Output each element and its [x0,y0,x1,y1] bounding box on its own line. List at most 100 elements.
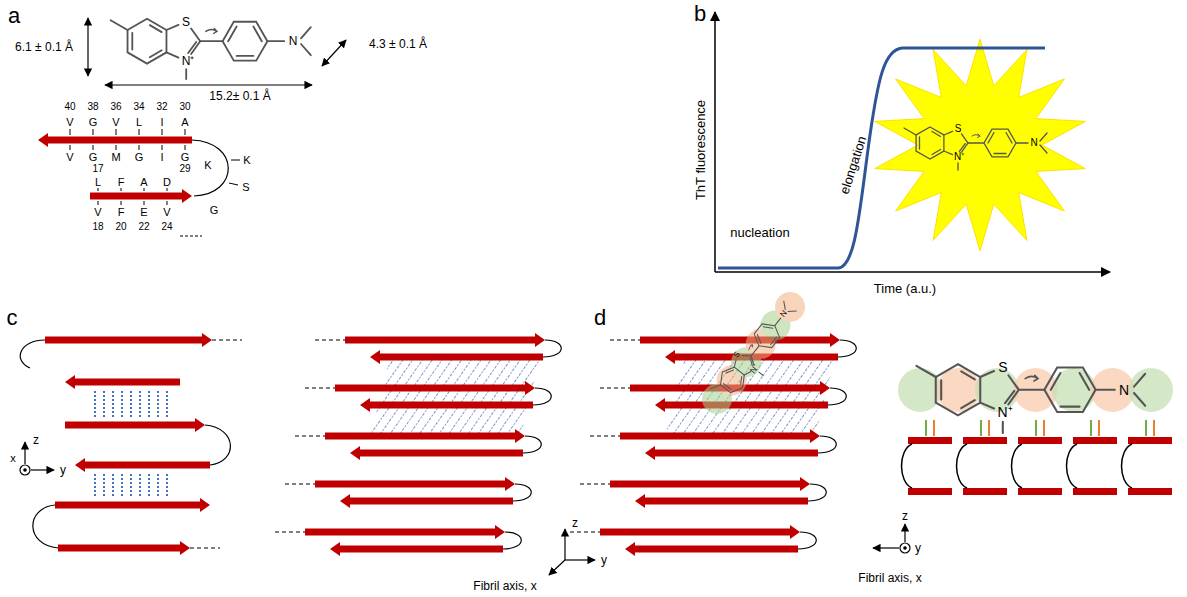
phase-label: nucleation [730,226,789,239]
dimension: 15.2± 0.1 Å [209,90,270,102]
line [70,129,71,135]
axis-label: y [915,542,921,554]
line [285,483,315,484]
axis-title: ThT fluorescence [694,100,707,200]
residue-letter: D [163,177,171,188]
loop [957,444,968,488]
strand-end [1073,488,1117,495]
residue-letter: F [118,177,125,188]
dimension: 4.3 ± 0.1 Å [369,38,427,50]
loop [503,532,521,549]
binding-site [775,292,805,322]
axis-symbol [873,524,910,553]
panel-letter: c [7,307,18,329]
residue-letter: V [94,207,101,218]
chart-axes [715,12,1110,272]
line [139,145,140,150]
beta-strand [330,542,503,556]
line [93,129,94,135]
beta-strand [315,477,515,491]
line [139,129,140,135]
loop [828,388,846,405]
loop [192,140,228,196]
line [112,391,114,417]
residue-number: 36 [110,102,121,112]
residue-letter: G [135,152,144,163]
loop [1122,444,1133,488]
line [116,145,117,150]
line [121,391,123,417]
fibril-cross-section [20,333,242,555]
beta-strand [645,446,818,460]
line [185,145,186,150]
line [157,391,159,417]
line [144,188,145,191]
line [94,391,96,417]
line [130,474,132,497]
binding-site [1129,368,1173,412]
panel-letter: a [8,5,20,27]
line [167,201,168,205]
loop [798,532,816,549]
fibril-stack [570,333,856,556]
atom-label: N⁺ [182,55,195,67]
beta-strand [45,333,212,347]
line [1098,420,1100,436]
line [144,201,145,205]
residue-number: 30 [179,102,190,112]
beta-strand [55,498,210,512]
strand-end [1128,437,1172,444]
strand-end [908,488,952,495]
beta-strand [325,429,525,443]
loop [523,436,541,453]
beta-strand [65,418,205,432]
line [167,188,168,191]
beta-strand [350,446,523,460]
loop [902,444,913,488]
residue-letter: K [204,160,211,171]
line [103,391,105,417]
residue-letter: A [181,117,188,128]
atom-label: N [289,35,298,47]
line [121,201,122,205]
line [1090,420,1092,436]
tht-molecule [916,364,1145,433]
beta-strand [360,398,533,412]
loop [818,436,836,453]
fluorescence-curve [718,48,1045,268]
line [162,145,163,150]
line [988,420,990,436]
line [157,474,159,497]
line [93,145,94,150]
residue-letter: G [210,205,219,216]
residue-number: 29 [179,164,190,174]
line [94,474,96,497]
line [98,201,99,205]
line [1153,420,1155,436]
residue-letter: V [112,117,119,128]
residue-letter: A [140,177,147,188]
axis-label: Fibril axis, x [473,580,536,592]
residue-number: 38 [87,102,98,112]
line [980,420,982,436]
axis-label: y [60,464,66,476]
beta-strand [340,494,513,508]
beta-strand [345,333,545,347]
beta-strand [610,477,810,491]
fibril-stack [275,333,561,556]
atom-label: S [955,124,962,134]
line [1145,420,1147,436]
line [185,129,186,135]
binding-channel [898,368,1173,495]
residue-number: 20 [115,222,126,232]
line [116,129,117,135]
beta-strand [305,525,505,539]
residue-letter: M [111,152,120,163]
atom-label: N [1119,383,1129,397]
panel-letter: b [694,3,706,25]
tht-molecule [111,19,311,79]
strand-end [1018,437,1062,444]
residue-letter: V [66,152,73,163]
